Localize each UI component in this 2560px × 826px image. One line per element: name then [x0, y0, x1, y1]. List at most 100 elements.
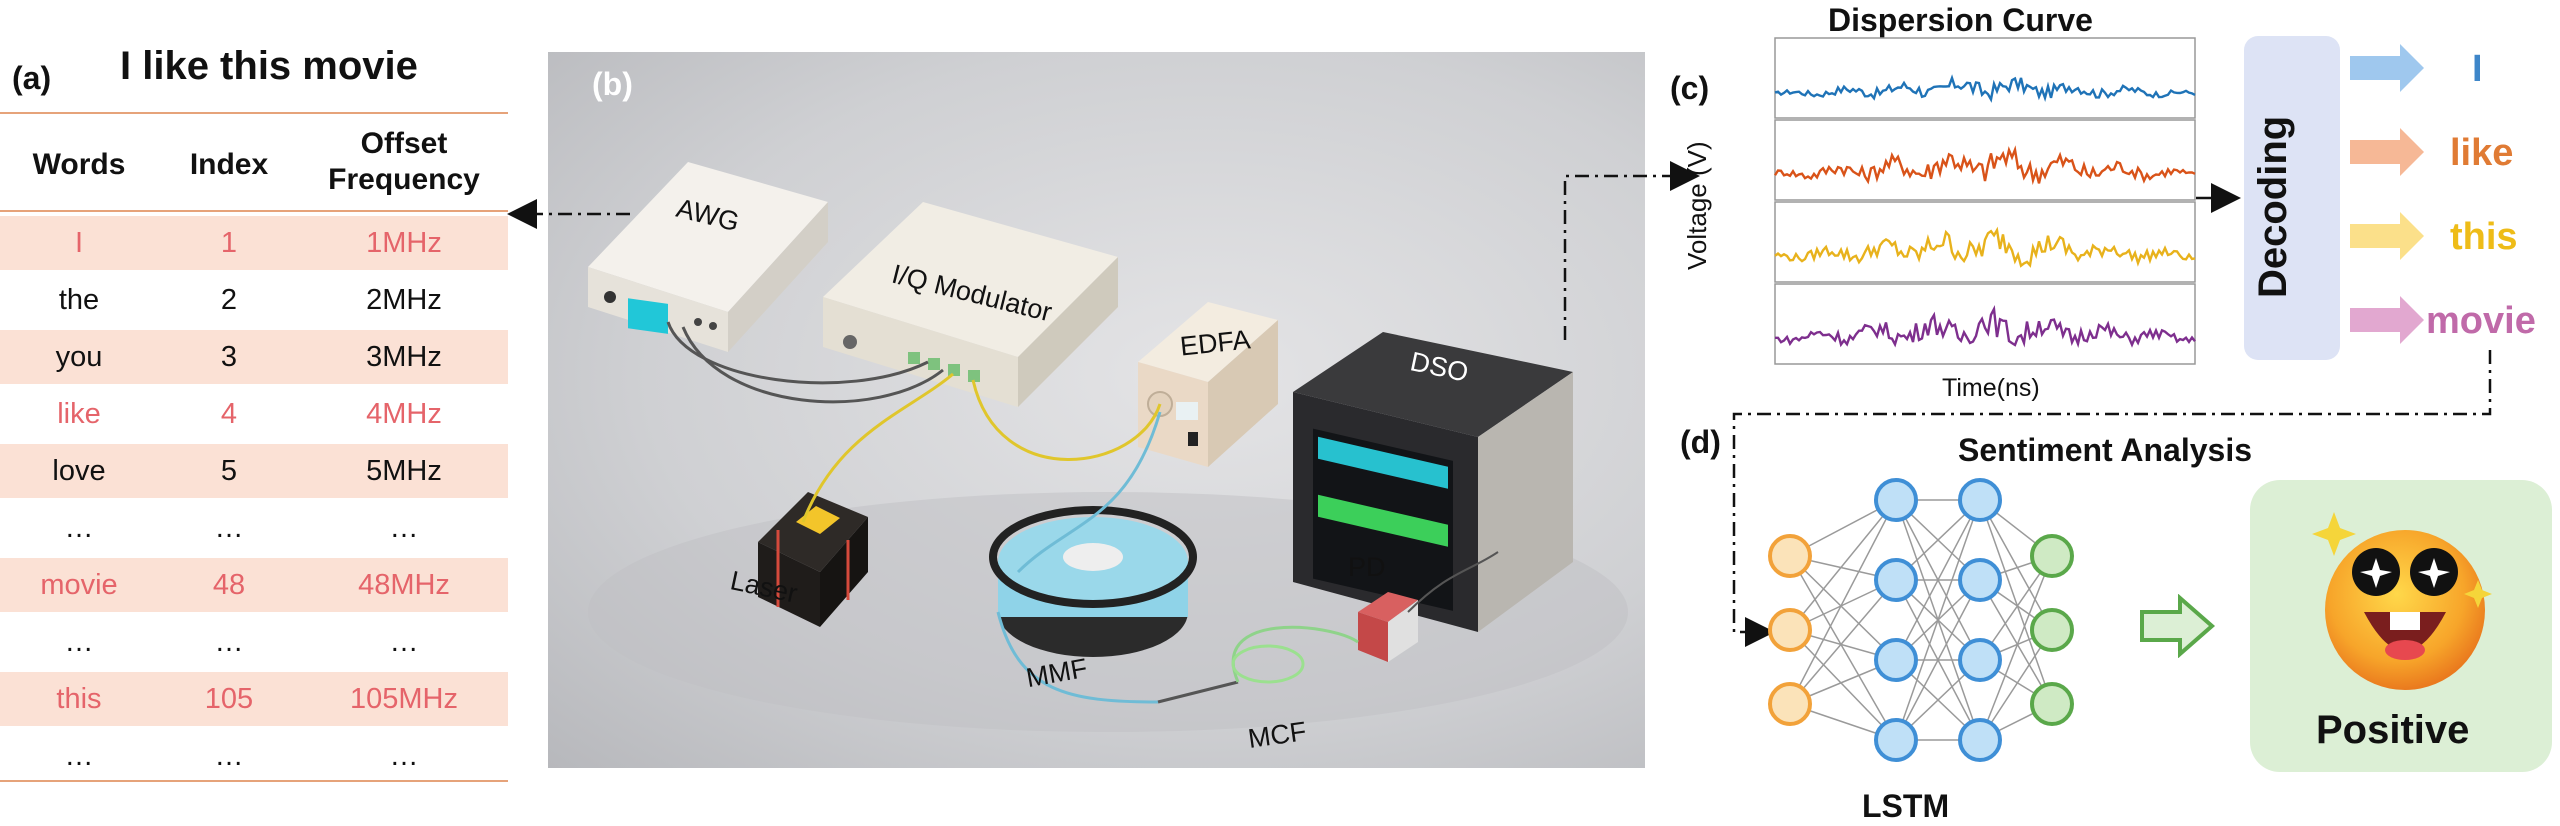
index-cell: 3 [220, 340, 238, 373]
decoding-label: Decoding [2251, 115, 2295, 298]
dispersion-curve-title: Dispersion Curve [1828, 2, 2093, 38]
pd-label: PD [1348, 552, 1386, 582]
frequency-cell: 2MHz [366, 283, 442, 316]
dispersion-trace [1774, 74, 2196, 103]
network-node [1874, 478, 1918, 522]
table-row: movie 48 48MHz [0, 558, 508, 612]
network-edge [1789, 499, 1897, 705]
word-cell: movie [40, 568, 118, 601]
word-cell: this [56, 682, 102, 715]
word-arrow-this [2350, 212, 2424, 260]
word-arrows [2350, 44, 2424, 344]
frequency-cell: 105MHz [350, 682, 458, 715]
frequency-cell: 5MHz [366, 454, 442, 487]
table-top-rule [0, 112, 508, 114]
network-node [1768, 534, 1812, 578]
word-arrow-like [2350, 128, 2424, 176]
lstm-label: LSTM [1862, 788, 1950, 824]
table-bottom-rule [0, 780, 508, 782]
mmf-fiber-spool [989, 506, 1197, 657]
index-cell: 2 [220, 283, 238, 316]
frequency-cell: … [389, 739, 419, 772]
network-node [1768, 682, 1812, 726]
network-edge [1895, 499, 1981, 661]
network-edge [1789, 499, 1897, 631]
network-edge [1789, 579, 1897, 705]
header-words: Words [32, 148, 126, 181]
network-node [1958, 718, 2002, 762]
decoding-block [2244, 36, 2340, 360]
network-edge [1895, 499, 1981, 741]
laser-device [758, 492, 868, 627]
panel-b-label: (b) [592, 66, 633, 102]
frequency-cell: 4MHz [366, 397, 442, 430]
edfa-device [1138, 302, 1278, 467]
index-cell: … [214, 511, 244, 544]
iq-modulator-device [823, 202, 1118, 407]
time-axis-label: Time(ns) [1942, 374, 2040, 402]
network-node [1958, 478, 2002, 522]
header-offset-frequency: Offset Frequency [328, 127, 480, 196]
decoded-word-like: like [2450, 132, 2514, 174]
network-node [1958, 558, 2002, 602]
word-cell: I [74, 226, 84, 259]
panel-a-label: (a) [12, 60, 52, 96]
dispersion-trace [1774, 145, 2196, 186]
table-row: … … … [0, 615, 508, 669]
lstm-network [1768, 478, 2074, 762]
network-node [1874, 558, 1918, 602]
index-cell: 48 [212, 568, 246, 601]
network-node [2030, 608, 2074, 652]
index-cell: 4 [220, 397, 238, 430]
network-node [1768, 608, 1812, 652]
word-cell: you [55, 340, 103, 373]
index-cell: … [214, 625, 244, 658]
trace-frame [1774, 119, 2196, 201]
word-arrow-i [2350, 44, 2424, 92]
frequency-cell: 1MHz [366, 226, 442, 259]
word-cell: … [64, 625, 94, 658]
network-edge [1979, 499, 2053, 705]
network-edge [1979, 499, 2053, 631]
table-row: this 105 105MHz [0, 672, 508, 726]
dispersion-traces [1774, 37, 2196, 365]
dso-device [1293, 332, 1573, 632]
word-cell: … [64, 739, 94, 772]
network-node [1874, 638, 1918, 682]
word-cell: like [57, 397, 101, 430]
frequency-cell: … [389, 625, 419, 658]
awg-device [588, 162, 828, 352]
happy-face-icon [2312, 512, 2492, 690]
index-cell: … [214, 739, 244, 772]
index-cell: 105 [204, 682, 254, 715]
network-node [2030, 682, 2074, 726]
experimental-setup-photo: AWG I/Q Modulator EDFA DSO Laser PD MMF … [548, 52, 1645, 768]
decoded-word-i: I [2472, 48, 2483, 90]
network-node [1958, 638, 2002, 682]
network-edge [1789, 555, 1897, 741]
dispersion-trace [1774, 226, 2196, 268]
frequency-cell: 48MHz [358, 568, 450, 601]
network-edge [1895, 579, 1981, 741]
table-row: ……… [0, 501, 508, 555]
network-node [2030, 534, 2074, 578]
dispersion-trace [1775, 305, 2196, 348]
panel-d-label: (d) [1680, 424, 1721, 460]
word-arrow-movie [2350, 296, 2424, 344]
header-rule [0, 210, 508, 212]
result-arrow [2140, 594, 2216, 658]
pd-device [1358, 592, 1418, 662]
trace-frame [1774, 37, 2196, 119]
header-index: Index [189, 148, 269, 181]
network-edge [1789, 629, 1897, 741]
sentiment-analysis-title: Sentiment Analysis [1958, 432, 2253, 468]
sentence-title: I like this movie [120, 44, 418, 88]
frequency-cell: … [389, 511, 419, 544]
table-row: … … … [0, 729, 508, 783]
